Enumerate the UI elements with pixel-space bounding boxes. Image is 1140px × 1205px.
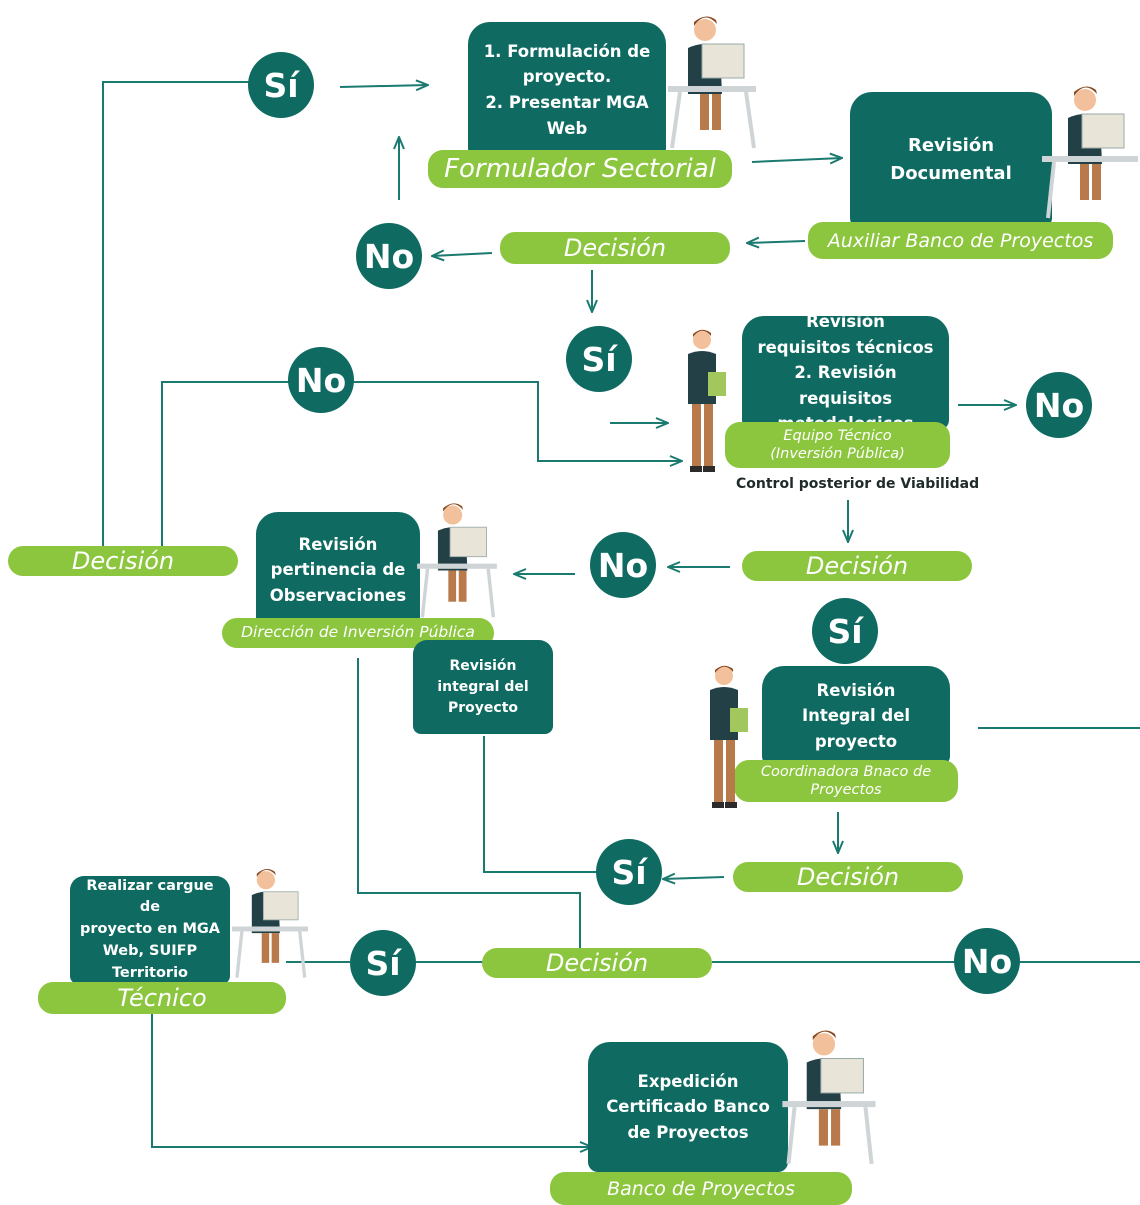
si-circle-5: Sí: [350, 930, 416, 996]
person-at-desk-icon: [417, 503, 497, 618]
person-with-clipboard-icon: [710, 665, 748, 808]
formulacion-box: 1. Formulación de proyecto. 2. Presentar…: [468, 22, 666, 158]
person-with-clipboard-icon: [688, 329, 726, 472]
person-at-desk-icon: [1042, 86, 1138, 219]
decision-bar-2: Decisión: [8, 546, 238, 576]
no-circle-4: No: [590, 532, 656, 598]
si-circle-2: Sí: [566, 326, 632, 392]
no-circle-1: No: [356, 223, 422, 289]
person-at-desk-icon: [782, 1030, 876, 1165]
equipo-tecnico-role-bar: Equipo Técnico (Inversión Pública): [725, 422, 950, 468]
cargue-box: Realizar cargue de proyecto en MGA Web, …: [70, 876, 230, 984]
si-circle-3: Sí: [812, 598, 878, 664]
banco-role-bar: Banco de Proyectos: [550, 1172, 852, 1205]
auxiliar-role-bar: Auxiliar Banco de Proyectos: [808, 222, 1113, 259]
formulador-role-bar: Formulador Sectorial: [428, 150, 732, 188]
control-caption: Control posterior de Viabilidad: [736, 476, 980, 492]
no-circle-5: No: [954, 928, 1020, 994]
coordinadora-role-bar: Coordinadora Bnaco de Proyectos: [734, 760, 958, 802]
no-circle-2: No: [288, 347, 354, 413]
revision-pertinencia-box: Revisión pertinencia de Observaciones: [256, 512, 420, 628]
revision-requisitos-box: Revisión requisitos técnicos 2. Revisión…: [742, 312, 949, 433]
person-at-desk-icon: [668, 16, 756, 149]
revision-documental-box: Revisión Documental: [850, 92, 1052, 228]
no-circle-3: No: [1026, 372, 1092, 438]
tecnico-role-bar: Técnico: [38, 982, 286, 1014]
si-circle-4: Sí: [596, 839, 662, 905]
revision-integral-box: Revisión Integral del proyecto: [762, 666, 950, 766]
person-at-desk-icon: [231, 868, 309, 978]
si-circle-1: Sí: [248, 52, 314, 118]
decision-bar-1: Decisión: [500, 232, 730, 264]
decision-bar-4: Decisión: [733, 862, 963, 892]
expedicion-box: Expedición Certificado Banco de Proyecto…: [588, 1042, 788, 1172]
decision-bar-5: Decisión: [482, 948, 712, 978]
decision-bar-3: Decisión: [742, 551, 972, 581]
revision-integral-small-box: Revisión integral del Proyecto: [413, 640, 553, 734]
